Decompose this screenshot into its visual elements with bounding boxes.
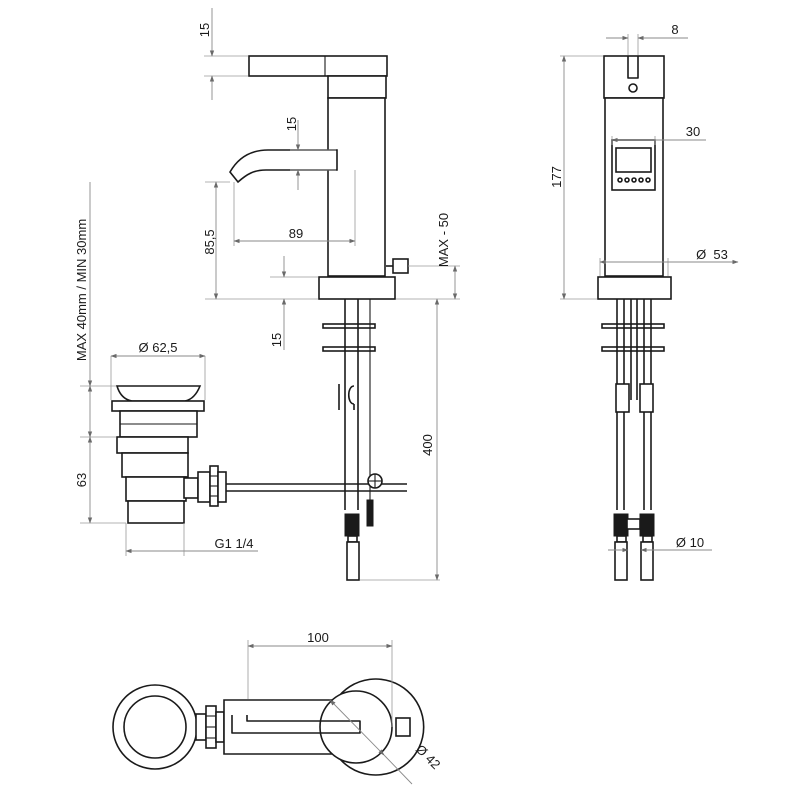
- dimension-lines: [87, 8, 739, 785]
- side-view-mixer: [597, 55, 672, 581]
- dim-lever-15: 15: [197, 23, 212, 37]
- plan-view: [112, 678, 425, 776]
- waste-side-view: [111, 385, 227, 524]
- dim-waste-diameter: Ø 62,5: [138, 340, 177, 355]
- dim-deck-thickness: MAX 40mm / MIN 30mm: [74, 219, 89, 361]
- dim-plan-100: 100: [307, 630, 329, 645]
- dim-spout-15: 15: [284, 117, 299, 131]
- dim-cartridge-30: 30: [686, 124, 700, 139]
- dim-base-diameter-53: Ø 53: [696, 247, 728, 262]
- dim-deck-15: 15: [269, 333, 284, 347]
- dim-max-minus-50: MAX - 50: [436, 213, 451, 267]
- dim-hose-400: 400: [420, 434, 435, 456]
- dim-body-height-177: 177: [549, 166, 564, 188]
- dim-waste-63: 63: [74, 473, 89, 487]
- front-view-mixer: [210, 55, 409, 581]
- dim-slot-8: 8: [671, 22, 678, 37]
- extension-lines: [80, 34, 669, 727]
- cartridge-dots: [617, 177, 651, 183]
- dim-thread: G1 1/4: [214, 536, 253, 551]
- dim-height-85-5: 85,5: [202, 229, 217, 254]
- dim-pipe-diameter-10: Ø 10: [676, 535, 704, 550]
- dim-reach-89: 89: [289, 226, 303, 241]
